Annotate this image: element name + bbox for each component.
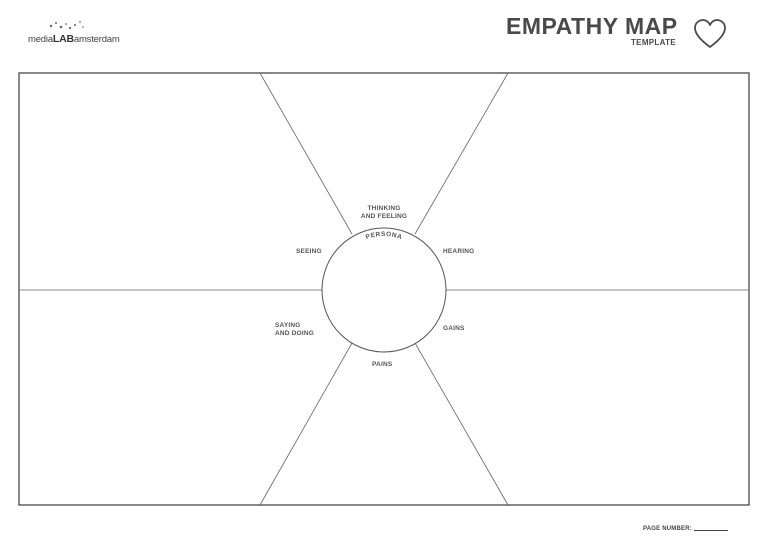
logo-dots-icon (49, 21, 84, 30)
page-number-blank[interactable] (693, 530, 728, 531)
persona-circle (321, 227, 447, 353)
label-pains: PAINS (372, 361, 393, 368)
divider-top-right (414, 72, 509, 235)
page-number-field: PAGE NUMBER: (643, 526, 728, 532)
medialab-logo: mediaLABamsterdam (22, 18, 142, 52)
heart-outline-icon (694, 19, 726, 48)
logo-wordmark: mediaLABamsterdam (28, 33, 120, 45)
divider-bottom-right (414, 342, 509, 506)
label-hearing: HEARING (443, 248, 475, 255)
page-subtitle: TEMPLATE (631, 38, 676, 47)
label-gains: GAINS (443, 325, 465, 332)
divider-top-left (259, 72, 353, 235)
map-frame (18, 72, 750, 506)
label-thinking-and-feeling: THINKING AND FEELING (360, 205, 408, 220)
label-saying-and-doing: SAYING AND DOING (275, 322, 314, 337)
page-number-label: PAGE NUMBER: (643, 526, 692, 532)
persona-label: PERSONA (365, 231, 403, 241)
divider-bottom-left (259, 342, 353, 506)
page-title: EMPATHY MAP (506, 13, 678, 39)
label-seeing: SEEING (296, 248, 322, 255)
